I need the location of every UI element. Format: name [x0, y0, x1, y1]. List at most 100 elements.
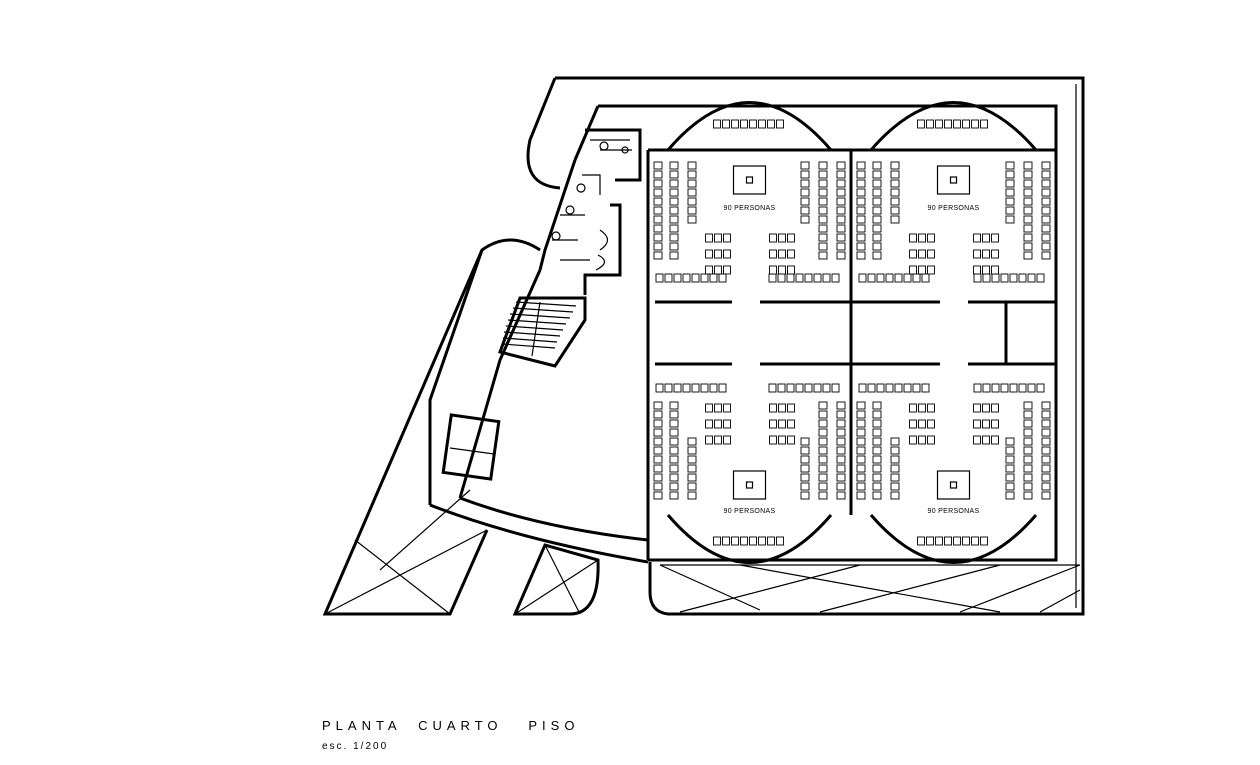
stage-seat: [767, 536, 775, 546]
stage-seat: [722, 536, 730, 546]
seat: [1009, 383, 1018, 393]
seat: [787, 403, 795, 413]
seat: [973, 435, 981, 445]
seat: [836, 242, 846, 251]
seat: [1005, 491, 1015, 500]
seat: [982, 273, 991, 283]
seat: [787, 249, 795, 259]
lobby-edges: [428, 238, 649, 564]
seat: [872, 197, 882, 206]
seat: [687, 473, 697, 482]
seat: [714, 435, 722, 445]
seat: [1023, 446, 1033, 455]
seat: [1005, 446, 1015, 455]
seat: [872, 224, 882, 233]
seat: [818, 170, 828, 179]
seat: [1023, 419, 1033, 428]
seat: [653, 482, 663, 491]
seat: [991, 435, 999, 445]
seat: [800, 188, 810, 197]
seat: [912, 273, 921, 283]
seat: [927, 419, 935, 429]
classroom-apse: [666, 101, 833, 151]
stage-seat: [740, 536, 748, 546]
seat: [872, 419, 882, 428]
seat: [723, 265, 731, 275]
seat: [856, 251, 866, 260]
seat: [856, 482, 866, 491]
seat: [714, 233, 722, 243]
seat: [836, 161, 846, 170]
seat: [982, 419, 990, 429]
drawing-scale: esc. 1/200: [322, 741, 389, 749]
seat: [653, 215, 663, 224]
seat: [777, 273, 786, 283]
stage-seat: [962, 119, 970, 129]
seat: [1023, 437, 1033, 446]
seat: [787, 233, 795, 243]
seat: [872, 491, 882, 500]
stage-seat: [980, 119, 988, 129]
column-core: [949, 176, 958, 184]
seat: [856, 455, 866, 464]
building-outline: [526, 76, 1085, 616]
seat: [655, 383, 664, 393]
seat: [786, 383, 795, 393]
seat: [669, 206, 679, 215]
seat: [836, 251, 846, 260]
seat: [856, 473, 866, 482]
seat: [927, 435, 935, 445]
seat: [655, 273, 664, 283]
seat: [872, 206, 882, 215]
seat: [822, 273, 831, 283]
seat: [1005, 473, 1015, 482]
seat: [1027, 273, 1036, 283]
room-capacity-label: 90 PERSONAS: [724, 205, 776, 212]
seat: [973, 383, 982, 393]
seat: [856, 446, 866, 455]
seat: [1005, 206, 1015, 215]
seat: [836, 206, 846, 215]
stage-seat: [758, 536, 766, 546]
seat: [714, 419, 722, 429]
seat: [872, 233, 882, 242]
seat: [687, 491, 697, 500]
seat: [786, 273, 795, 283]
seat: [800, 161, 810, 170]
seat: [653, 242, 663, 251]
seat: [858, 273, 867, 283]
seat: [836, 437, 846, 446]
seat: [723, 403, 731, 413]
stage-seat: [971, 119, 979, 129]
seat: [705, 249, 713, 259]
seat: [890, 446, 900, 455]
seat: [903, 383, 912, 393]
seat: [1005, 464, 1015, 473]
seat: [872, 464, 882, 473]
seat: [818, 188, 828, 197]
seat: [818, 491, 828, 500]
column-core: [745, 176, 754, 184]
seat: [800, 170, 810, 179]
seat: [836, 215, 846, 224]
seat: [982, 383, 991, 393]
seat: [669, 251, 679, 260]
seat: [856, 491, 866, 500]
seat: [1023, 215, 1033, 224]
seat: [1023, 410, 1033, 419]
seat: [818, 251, 828, 260]
seat: [885, 383, 894, 393]
seat: [705, 403, 713, 413]
seat: [709, 383, 718, 393]
seat: [890, 197, 900, 206]
seat: [973, 419, 981, 429]
seat: [856, 179, 866, 188]
stage-seat: [713, 536, 721, 546]
seat: [669, 464, 679, 473]
seat: [718, 383, 727, 393]
seat: [909, 435, 917, 445]
seat: [1041, 428, 1051, 437]
seat: [927, 233, 935, 243]
seat: [1005, 437, 1015, 446]
seat: [1023, 233, 1033, 242]
